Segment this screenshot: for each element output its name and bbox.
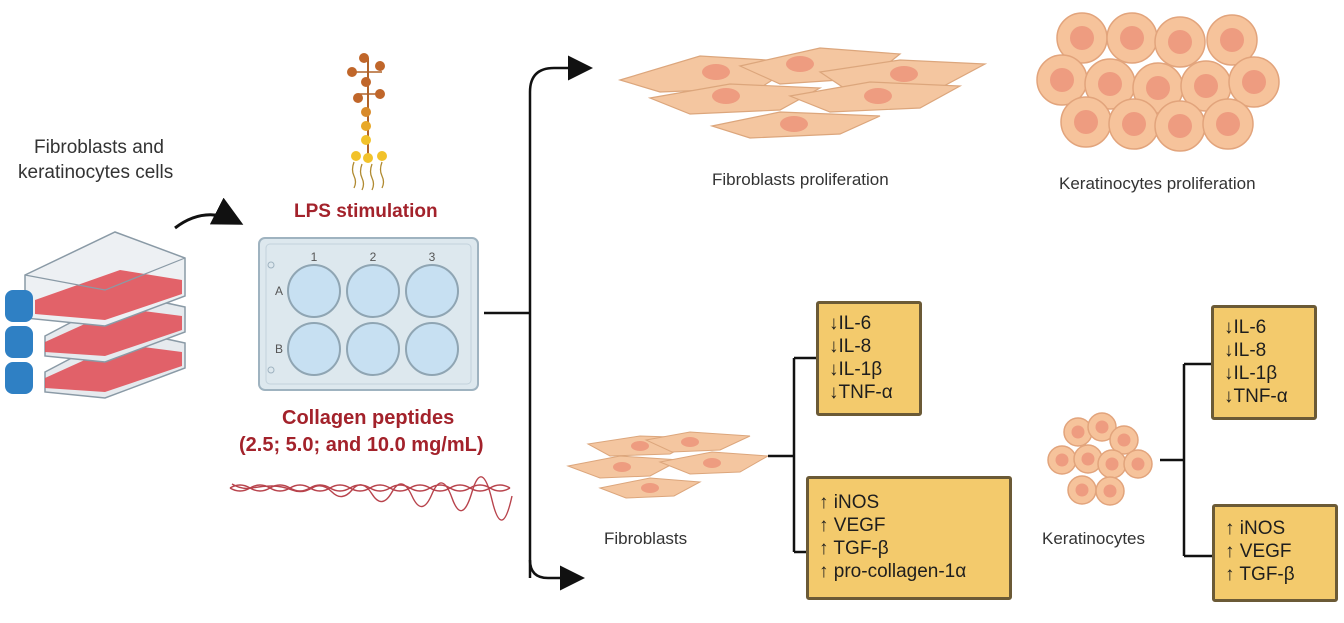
keratinocyte-cell (1084, 58, 1136, 110)
keratinocyte-downregulated-box: ↓IL-6 ↓IL-8 ↓IL-1β ↓TNF-α (1211, 305, 1317, 420)
source-cells-label-line1: Fibroblasts and (34, 137, 164, 158)
keratinocyte-cell (1106, 12, 1158, 64)
marker-down: ↓IL-6 (829, 313, 872, 334)
flask-middle (44, 293, 186, 363)
keratinocyte-proliferation-image (1036, 12, 1280, 152)
marker-up: ↑ TGF-β (1225, 564, 1295, 585)
marker-down: ↓TNF-α (829, 382, 893, 403)
keratinocyte-cell (1202, 98, 1254, 150)
keratinocytes-proliferation-label: Keratinocytes proliferation (1059, 174, 1256, 193)
plate-row-label-A: A (275, 284, 283, 298)
arrow-to-plate (174, 197, 244, 230)
marker-up: ↑ iNOS (819, 492, 880, 513)
collagen-peptides-label: Collagen peptides (282, 407, 455, 429)
flask-top (24, 231, 186, 327)
marker-up: ↑ VEGF (819, 515, 886, 536)
fibroblast-cell (787, 81, 963, 113)
well-A3 (405, 264, 459, 318)
flask-bottom (44, 329, 186, 399)
keratinocyte-cell (1154, 100, 1206, 152)
source-cells-label-line2: keratinocytes cells (18, 162, 174, 183)
flask-cap-1 (5, 290, 33, 322)
fibroblast-cell (598, 477, 702, 499)
collagen-concentration-label: (2.5; 5.0; and 10.0 mg/mL) (239, 434, 484, 456)
well-A1 (287, 264, 341, 318)
keratinocyte-cell (1095, 476, 1125, 506)
keratinocyte-upregulated-box: ↑ iNOS ↑ VEGF ↑ TGF-β (1212, 504, 1338, 602)
marker-up: ↑ pro-collagen-1α (819, 561, 967, 582)
marker-down: ↓IL-6 (1224, 317, 1267, 338)
marker-up: ↑ VEGF (1225, 541, 1292, 562)
keratinocytes-label: Keratinocytes (1042, 529, 1145, 548)
flask-cap-3 (5, 362, 33, 394)
plate-row-label-B: B (275, 342, 283, 356)
plate-col-label-3: 3 (429, 250, 436, 264)
fibroblast-cell (658, 451, 770, 475)
keratinocyte-cell (1206, 14, 1258, 66)
keratinocyte-cell (1087, 412, 1117, 442)
fibroblasts-label: Fibroblasts (604, 529, 688, 548)
plate-col-label-1: 1 (311, 250, 318, 264)
lps-molecule-icon (347, 53, 387, 191)
plate-col-label-2: 2 (370, 250, 377, 264)
fibroblast-bracket (768, 356, 816, 554)
fibroblast-cell (709, 111, 881, 139)
flask-cap-2 (5, 326, 33, 358)
fibroblast-proliferation-image (617, 47, 988, 139)
marker-down: ↓IL-1β (829, 359, 883, 380)
keratinocyte-cell (1154, 16, 1206, 68)
well-B1 (287, 322, 341, 376)
keratinocyte-cell (1060, 96, 1112, 148)
keratinocyte-cell (1228, 56, 1280, 108)
marker-down: ↓IL-8 (829, 336, 872, 357)
keratinocyte-cell (1123, 449, 1153, 479)
fibroblast-upregulated-box: ↑ iNOS ↑ VEGF ↑ TGF-β ↑ pro-collagen-1α (806, 476, 1012, 600)
keratinocyte-cell (1036, 54, 1088, 106)
keratinocyte-cell (1073, 444, 1103, 474)
marker-down: ↓IL-8 (1224, 340, 1267, 361)
keratinocyte-cell (1047, 445, 1077, 475)
fibroblast-downregulated-box: ↓IL-6 ↓IL-8 ↓IL-1β ↓TNF-α (816, 301, 922, 416)
marker-down: ↓IL-1β (1224, 363, 1278, 384)
marker-up: ↑ TGF-β (819, 538, 889, 559)
lps-stimulation-label: LPS stimulation (294, 201, 438, 222)
fibroblasts-image (566, 431, 770, 499)
keratinocytes-image (1047, 412, 1153, 506)
fibroblasts-proliferation-label: Fibroblasts proliferation (712, 170, 889, 189)
well-A2 (346, 264, 400, 318)
keratinocyte-cell (1056, 12, 1108, 64)
keratinocyte-cell (1132, 62, 1184, 114)
marker-down: ↓TNF-α (1224, 386, 1288, 407)
fibroblast-cell (644, 431, 751, 453)
keratinocyte-cell (1063, 417, 1093, 447)
branch-connector (484, 55, 593, 591)
well-B2 (346, 322, 400, 376)
collagen-fiber-icon (229, 476, 513, 521)
culture-flasks (5, 231, 186, 399)
keratinocyte-cell (1108, 98, 1160, 150)
keratinocyte-cell (1109, 425, 1139, 455)
keratinocyte-cell (1067, 475, 1097, 505)
fibroblast-cell (566, 455, 682, 479)
well-B3 (405, 322, 459, 376)
keratinocyte-bracket (1160, 362, 1212, 558)
marker-up: ↑ iNOS (1225, 518, 1286, 539)
six-well-plate: 1 2 3 A B (258, 237, 479, 391)
keratinocyte-cell (1097, 449, 1127, 479)
